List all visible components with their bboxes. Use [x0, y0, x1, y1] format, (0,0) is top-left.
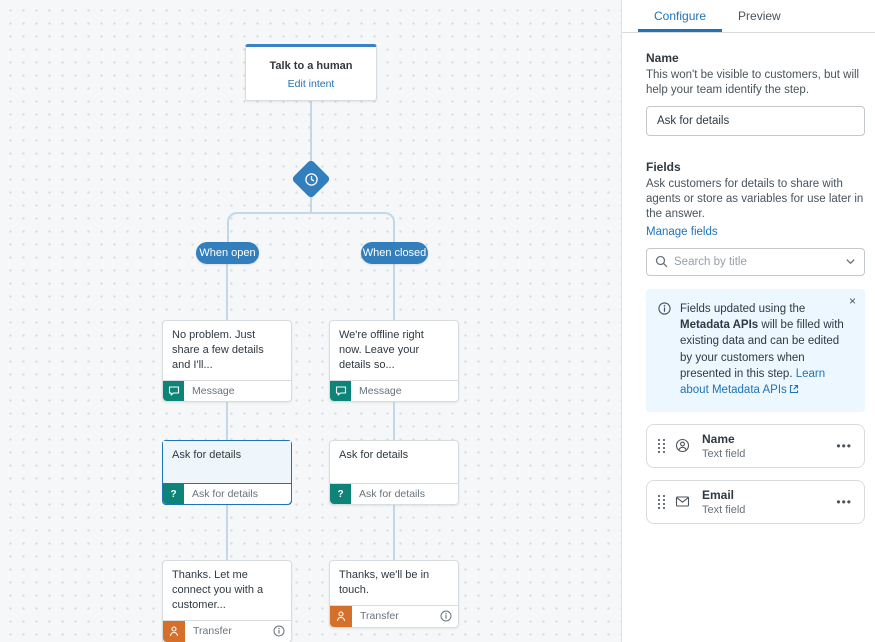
- search-icon: [655, 255, 668, 268]
- info-icon[interactable]: [273, 625, 285, 637]
- field-title: Email: [702, 487, 735, 502]
- branch-pill-when-closed[interactable]: When closed: [361, 242, 428, 264]
- node-message-text: No problem. Just share a few details and…: [172, 329, 264, 371]
- manage-fields-link[interactable]: Manage fields: [646, 225, 718, 238]
- field-card-name[interactable]: Name Text field •••: [646, 423, 865, 468]
- node-message-text: We're offline right now. Leave your deta…: [339, 329, 424, 371]
- node-ask-for-details-closed[interactable]: Ask for details ? Ask for details: [329, 440, 459, 505]
- node-message-open[interactable]: No problem. Just share a few details and…: [162, 320, 292, 402]
- fields-section-description: Ask customers for details to share with …: [646, 177, 864, 220]
- drag-handle-icon[interactable]: [647, 494, 675, 509]
- field-subtitle: Text field: [702, 447, 746, 460]
- node-transfer-open[interactable]: Thanks. Let me connect you with a custom…: [162, 560, 292, 642]
- banner-bold-text: Metadata APIs: [680, 319, 759, 332]
- connector-intent-diamond: [310, 101, 312, 161]
- field-search-combobox[interactable]: [646, 247, 865, 276]
- node-type-label: Ask for details: [192, 488, 258, 500]
- overflow-menu-icon[interactable]: •••: [836, 494, 852, 509]
- node-transfer-closed[interactable]: Thanks, we'll be in touch. Transfer: [329, 560, 459, 628]
- tab-configure[interactable]: Configure: [638, 0, 723, 32]
- connector-closed-ask: [393, 384, 395, 440]
- name-section: Name This won't be visible to customers,…: [646, 51, 865, 136]
- user-icon: [675, 438, 690, 453]
- fields-section: Fields Ask customers for details to shar…: [646, 160, 865, 524]
- node-ask-for-details-open[interactable]: Ask for details ? Ask for details: [162, 440, 292, 505]
- connector-open-ask: [226, 384, 228, 440]
- node-type-label: Transfer: [360, 610, 399, 623]
- field-search-input[interactable]: [674, 255, 845, 268]
- message-icon: [163, 380, 184, 401]
- node-type-label: Message: [192, 384, 235, 397]
- node-ask-text: Ask for details: [163, 441, 291, 483]
- connector-closed-transfer: [393, 503, 395, 560]
- node-ask-text: Ask for details: [339, 449, 409, 461]
- clock-icon: [297, 165, 325, 193]
- node-message-closed[interactable]: We're offline right now. Leave your deta…: [329, 320, 459, 402]
- panel-tabbar: Configure Preview: [622, 0, 875, 33]
- message-icon: [330, 380, 351, 401]
- chevron-down-icon[interactable]: [845, 256, 856, 267]
- fields-section-label: Fields: [646, 159, 681, 174]
- learn-metadata-apis-link[interactable]: Learn about Metadata APIs: [680, 368, 826, 397]
- question-icon: ?: [330, 484, 351, 504]
- question-icon: ?: [163, 484, 184, 504]
- field-title: Name: [702, 431, 735, 446]
- external-link-icon: [789, 383, 799, 399]
- node-business-hours-condition[interactable]: [291, 159, 331, 199]
- branch-pill-label: When closed: [362, 247, 427, 259]
- info-icon[interactable]: [440, 610, 452, 622]
- overflow-menu-icon[interactable]: •••: [836, 438, 852, 453]
- close-icon[interactable]: ×: [848, 293, 856, 308]
- banner-text-2: will be filled with existing data and ca…: [680, 319, 844, 380]
- email-icon: [675, 494, 690, 509]
- name-section-label: Name: [646, 51, 679, 65]
- connector-open-transfer: [226, 503, 228, 560]
- banner-text: Fields updated using the Metadata APIs w…: [680, 301, 849, 400]
- node-type-label: Transfer: [193, 625, 232, 638]
- connector-closed-message: [393, 264, 395, 320]
- branch-pill-when-open[interactable]: When open: [196, 242, 259, 264]
- person-icon: [163, 620, 185, 642]
- flow-canvas[interactable]: Talk to a human Edit intent When open Wh…: [0, 0, 622, 642]
- connector-open-message: [226, 264, 228, 320]
- edit-intent-link[interactable]: Edit intent: [287, 78, 335, 90]
- tab-preview[interactable]: Preview: [738, 9, 781, 23]
- step-name-input[interactable]: [646, 105, 865, 136]
- field-subtitle: Text field: [702, 503, 746, 516]
- field-card-email[interactable]: Email Text field •••: [646, 479, 865, 524]
- connector-diamond-branch: [310, 197, 312, 214]
- connector-branch-split: [227, 212, 395, 242]
- node-transfer-text: Thanks, we'll be in touch.: [339, 569, 430, 596]
- info-icon: [658, 302, 671, 400]
- drag-handle-icon[interactable]: [647, 438, 675, 453]
- configure-panel: Configure Preview Name This won't be vis…: [622, 0, 875, 642]
- name-section-description: This won't be visible to customers, but …: [646, 69, 860, 96]
- node-type-label: Ask for details: [359, 488, 425, 500]
- banner-text-1: Fields updated using the: [680, 302, 806, 315]
- intent-title: Talk to a human: [269, 60, 353, 72]
- metadata-info-banner: Fields updated using the Metadata APIs w…: [646, 288, 865, 412]
- node-talk-to-a-human[interactable]: Talk to a human Edit intent: [245, 44, 377, 101]
- node-transfer-text: Thanks. Let me connect you with a custom…: [172, 569, 264, 611]
- node-type-label: Message: [359, 384, 402, 397]
- branch-pill-label: When open: [199, 247, 256, 259]
- person-icon: [330, 605, 352, 627]
